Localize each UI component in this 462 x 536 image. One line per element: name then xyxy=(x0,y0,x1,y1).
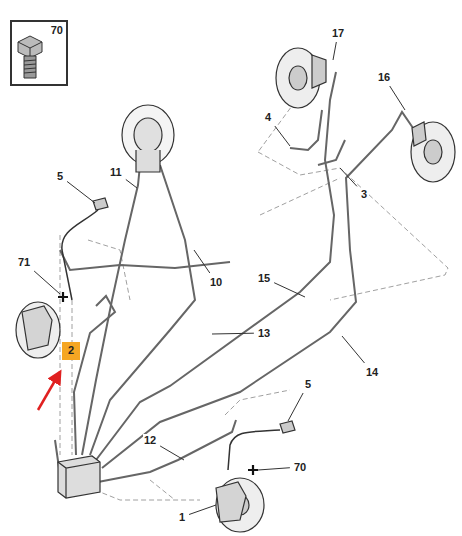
brake-booster xyxy=(122,105,174,172)
dashed-outline xyxy=(60,235,61,455)
brake-pipes xyxy=(90,165,195,455)
brake-pipes xyxy=(98,420,236,482)
brake-pipes xyxy=(60,250,230,270)
dashed-outline xyxy=(60,95,448,500)
front-disc xyxy=(16,302,60,358)
callout-number: 12 xyxy=(143,434,157,446)
callout-box: 2 xyxy=(62,342,80,360)
pointer-arrow xyxy=(38,372,60,410)
brake-pipes xyxy=(102,112,413,468)
abs-unit xyxy=(58,456,100,498)
bolt-icon xyxy=(24,60,36,73)
rear-disc xyxy=(312,55,326,88)
callout-number: 16 xyxy=(377,71,391,83)
front-disc xyxy=(216,478,264,532)
callout-number: 5 xyxy=(304,378,312,390)
leader-line xyxy=(274,283,305,297)
callout-number: 70 xyxy=(15,24,63,36)
front-disc xyxy=(216,482,246,522)
bolt-icon xyxy=(18,36,42,58)
callout-number: 1 xyxy=(178,511,186,523)
rear-disc xyxy=(276,48,326,108)
torque-mark xyxy=(248,465,258,475)
brake-pipes xyxy=(318,140,345,165)
callout-number: 17 xyxy=(331,27,345,39)
leader-line xyxy=(342,336,365,363)
brake-booster xyxy=(136,150,160,172)
rear-disc xyxy=(424,140,442,164)
front-disc xyxy=(16,302,60,358)
rear-disc xyxy=(411,122,455,182)
dashed-outline xyxy=(95,490,200,500)
callout-number: 5 xyxy=(56,170,64,182)
leader-line xyxy=(189,505,216,515)
brake-pipes xyxy=(74,296,115,455)
callout-number: 70 xyxy=(293,461,307,473)
dashed-outline xyxy=(72,300,73,455)
abs-unit xyxy=(58,462,100,498)
brake-pipes xyxy=(82,165,140,455)
leader-line xyxy=(288,393,303,421)
brake-pipes xyxy=(55,72,413,482)
callout-number: 3 xyxy=(360,188,368,200)
leader-line xyxy=(212,333,254,335)
leader-line xyxy=(258,468,290,470)
front-disc xyxy=(22,306,52,350)
callout-number: 71 xyxy=(17,256,31,268)
rear-disc xyxy=(411,122,455,182)
leader-line xyxy=(160,446,184,460)
leader-line xyxy=(34,271,60,294)
leader-line xyxy=(275,126,290,146)
rear-disc xyxy=(412,122,426,146)
leader-line xyxy=(194,250,210,273)
callout-number: 14 xyxy=(365,366,379,378)
callout-number: 2 xyxy=(65,344,77,356)
abs-unit xyxy=(58,456,100,498)
callout-number: 4 xyxy=(264,111,272,123)
leader-line xyxy=(333,42,336,60)
wheel-speed-sensor xyxy=(62,198,295,470)
wheel-speed-sensor xyxy=(228,430,280,470)
leader-line xyxy=(340,168,357,186)
brake-booster xyxy=(134,118,162,152)
callout-number: 15 xyxy=(257,272,271,284)
front-disc xyxy=(216,478,264,532)
wheel-speed-sensor xyxy=(62,210,98,300)
brake-pipes xyxy=(290,110,322,150)
leader-line xyxy=(67,181,95,203)
leader-lines xyxy=(34,42,405,515)
wheel-speed-sensor xyxy=(93,198,108,210)
rear-disc xyxy=(289,66,307,90)
part-box: 70 xyxy=(10,20,68,86)
bolt-icon xyxy=(24,56,36,78)
bolt-icon xyxy=(18,36,42,78)
callout-number: 13 xyxy=(257,327,271,339)
callout-number: 10 xyxy=(209,276,223,288)
dashed-outline xyxy=(150,480,175,500)
callout-number: 11 xyxy=(109,166,123,178)
leader-line xyxy=(126,179,137,188)
leader-line xyxy=(390,86,405,110)
torque-mark xyxy=(58,292,258,475)
wheel-speed-sensor xyxy=(280,421,295,433)
